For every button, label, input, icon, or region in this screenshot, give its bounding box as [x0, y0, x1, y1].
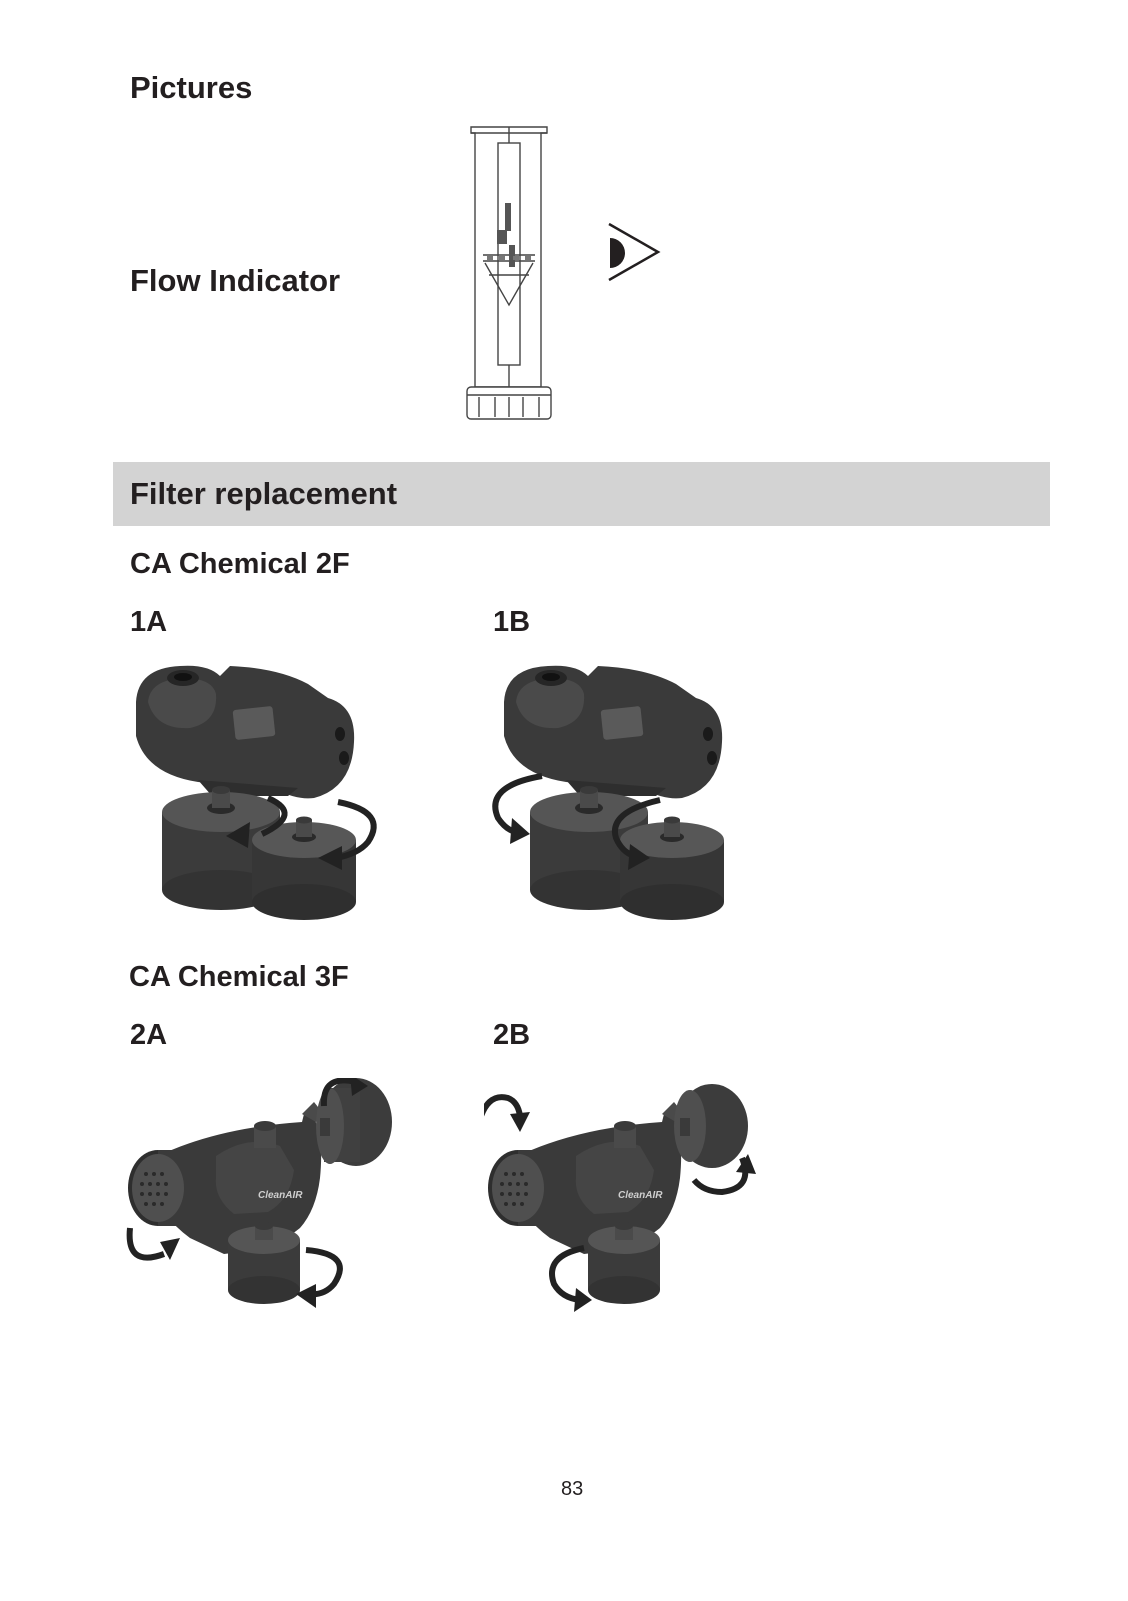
filter-replacement-banner: Filter replacement	[113, 462, 1050, 526]
ca-chemical-3f-heading: CA Chemical 3F	[129, 961, 349, 993]
ca-chemical-2f-heading: CA Chemical 2F	[130, 548, 350, 580]
step-2b-illustration: CleanAIR	[484, 1084, 756, 1312]
step-1a-label: 1A	[130, 606, 168, 638]
flow-indicator-illustration	[466, 126, 552, 420]
step-2a-label: 2A	[130, 1019, 168, 1051]
cleanair-logo-text: CleanAIR	[618, 1190, 663, 1201]
step-2b-label: 2B	[493, 1019, 531, 1051]
page-number: 83	[561, 1478, 584, 1500]
flow-indicator-label: Flow Indicator	[130, 263, 341, 298]
filter-replacement-heading: Filter replacement	[130, 476, 398, 511]
eye-icon	[608, 222, 661, 282]
step-1b-label: 1B	[493, 606, 531, 638]
step-1a-illustration	[136, 665, 377, 920]
step-1b-illustration	[492, 665, 724, 920]
step-2a-illustration: CleanAIR	[126, 1078, 392, 1308]
cleanair-logo-text: CleanAIR	[258, 1190, 303, 1201]
pictures-heading: Pictures	[130, 70, 253, 105]
